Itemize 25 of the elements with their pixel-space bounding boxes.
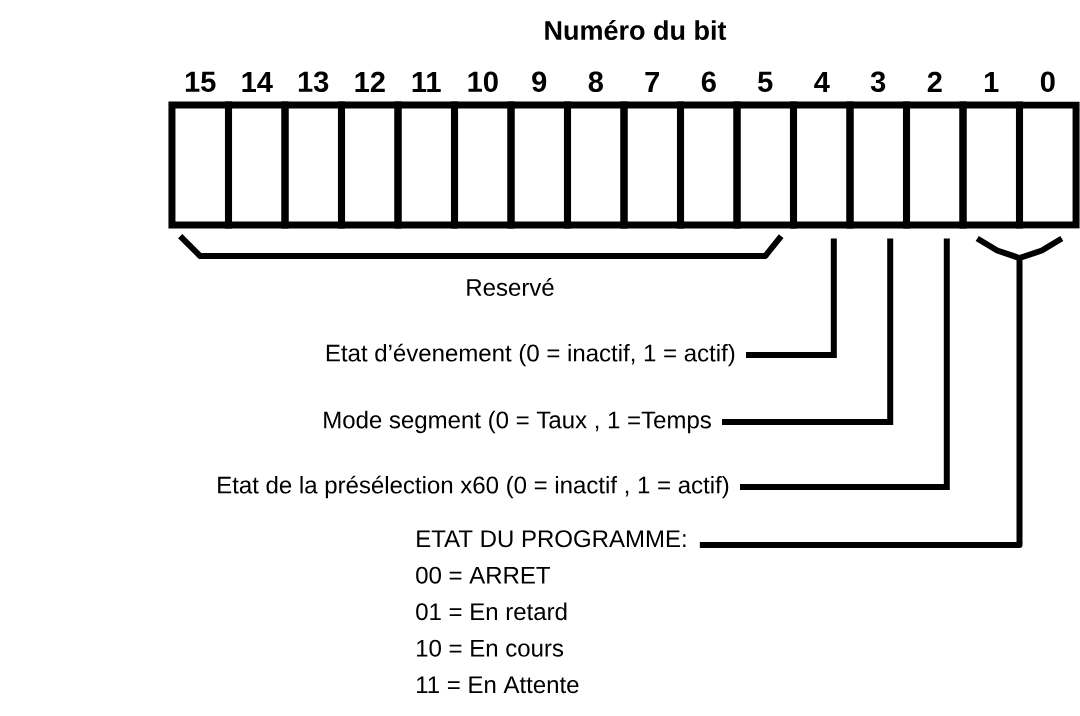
status-list: ETAT DU PROGRAMME: 00 = ARRET 01 = En retard 10 = En cours 11 = En Attente (416, 530, 686, 694)
description-text: Etat d’évenement (0 = inactif, 1 = actif) (326, 343, 735, 367)
node-label: 15 (185, 71, 216, 92)
node-label: 1 (984, 72, 999, 92)
description-text: Etat de la présélection x60 (0 = inactif , 1 = actif) (218, 475, 729, 499)
node-label: 11 (412, 72, 441, 92)
node-label: 2 (927, 71, 942, 92)
node-label: 6 (701, 71, 716, 92)
leader-line (722, 238, 894, 425)
node-label: 9 (532, 71, 547, 92)
node-label: 10 (468, 71, 498, 92)
bracket-label: Reservé (467, 278, 554, 296)
node-label: 4 (814, 72, 830, 92)
node-label: 13 (298, 71, 329, 92)
leader-line (740, 238, 950, 490)
node-label: 3 (870, 71, 886, 92)
node-label: 0 (1040, 71, 1055, 92)
node-label: 5 (758, 71, 773, 92)
node-label: 14 (242, 72, 273, 92)
description-text: Mode segment (0 = Taux , 1 =Temps (324, 410, 711, 434)
leader-line (746, 238, 837, 358)
heading: Numéro du bit (545, 19, 727, 41)
node-label: 12 (355, 71, 385, 92)
node-label: 7 (645, 72, 659, 92)
node-label: 8 (588, 71, 603, 92)
